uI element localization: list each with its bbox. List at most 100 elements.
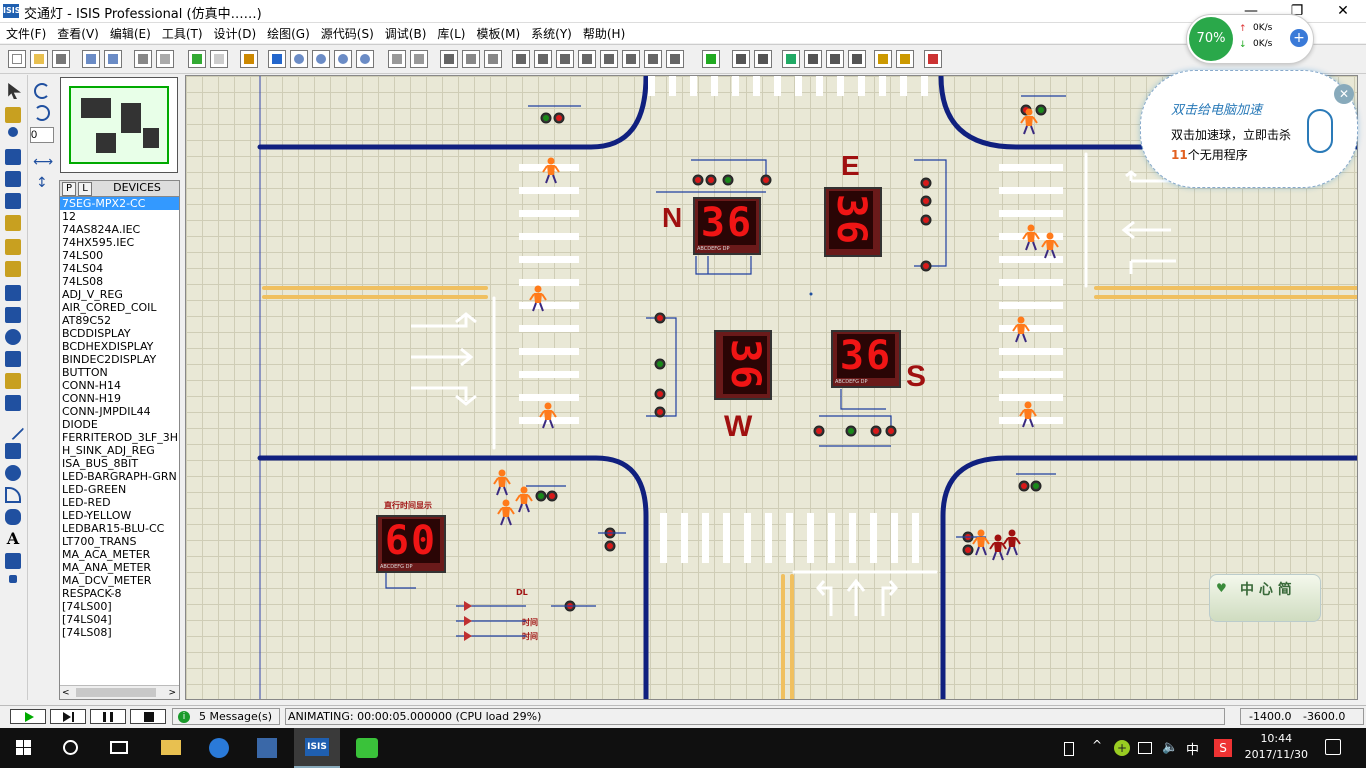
undo-icon[interactable] [388, 50, 406, 68]
device-list-item[interactable]: BCDDISPLAY [62, 327, 131, 340]
device-list-item[interactable]: RESPACK-8 [62, 587, 122, 600]
mirror-x-icon[interactable]: ⟷ [33, 154, 54, 170]
isis-taskbar-icon[interactable]: ISIS [294, 728, 340, 768]
open-folder-icon[interactable] [30, 50, 48, 68]
device-list-item[interactable]: CONN-JMPDIL44 [62, 405, 151, 418]
device-list-item[interactable]: LED-BARGRAPH-GRN [62, 470, 177, 483]
property-assign-icon[interactable] [754, 50, 772, 68]
menu-design[interactable]: 设计(D) [213, 27, 257, 41]
device-list-item[interactable]: 7SEG-MPX2-CC [60, 197, 179, 210]
speed-widget[interactable]: 70% ↑ 0K/s ↓ 0K/s + [1186, 14, 1314, 64]
pick-device-icon[interactable] [600, 50, 618, 68]
subcircuit-icon[interactable] [5, 215, 21, 231]
electrical-check-icon[interactable] [896, 50, 914, 68]
component-mode-icon[interactable] [5, 107, 21, 123]
popup-close-icon[interactable]: ✕ [1334, 84, 1354, 104]
device-list-item[interactable]: 74HX595.IEC [62, 236, 135, 249]
overview-viewport[interactable] [69, 86, 169, 164]
zoom-in-icon[interactable] [290, 50, 308, 68]
device-list-item[interactable]: 74LS04 [62, 262, 104, 275]
menu-library[interactable]: 库(L) [437, 27, 466, 41]
device-list-item[interactable]: 74LS00 [62, 249, 104, 262]
new-sheet-icon[interactable] [782, 50, 800, 68]
save-icon[interactable] [52, 50, 70, 68]
close-button[interactable]: ✕ [1337, 3, 1349, 19]
bill-of-materials-icon[interactable] [874, 50, 892, 68]
device-list-item[interactable]: 74LS08 [62, 275, 104, 288]
mirror-y-icon[interactable]: ↕ [36, 175, 48, 191]
ime-indicator[interactable]: 中 [1186, 743, 1200, 758]
wire-autorouter-icon[interactable] [702, 50, 720, 68]
device-list-item[interactable]: BINDEC2DISPLAY [62, 353, 157, 366]
block-move-icon[interactable] [534, 50, 552, 68]
iqiyi-icon[interactable] [344, 728, 390, 768]
menu-edit[interactable]: 编辑(E) [109, 27, 151, 41]
device-list-item[interactable]: [74LS04] [62, 613, 112, 626]
bus-icon[interactable] [5, 193, 21, 209]
system-clock[interactable]: 10:44 2017/11/30 [1245, 731, 1308, 763]
device-list-item[interactable]: BCDHEXDISPLAY [62, 340, 154, 353]
export-icon[interactable] [104, 50, 122, 68]
speed-ball[interactable]: 70% [1189, 17, 1233, 61]
redo-icon[interactable] [410, 50, 428, 68]
goto-sheet-icon[interactable] [826, 50, 844, 68]
zoom-all-icon[interactable] [334, 50, 352, 68]
library-manager-button[interactable]: L [78, 182, 92, 196]
step-button[interactable] [50, 709, 86, 724]
device-pin-icon[interactable] [5, 261, 21, 277]
device-list-item[interactable]: [74LS08] [62, 626, 112, 639]
arc-tool-icon[interactable] [5, 487, 21, 503]
device-list-item[interactable]: H_SINK_ADJ_REG [62, 444, 155, 457]
menu-source[interactable]: 源代码(S) [320, 27, 374, 41]
display-south[interactable]: 36 ABCDEFG DP [831, 330, 901, 388]
browser-icon[interactable] [196, 728, 242, 768]
device-list-item[interactable]: LT700_TRANS [62, 535, 137, 548]
block-delete-icon[interactable] [578, 50, 596, 68]
voltage-probe-icon[interactable] [5, 351, 21, 367]
device-list-item[interactable]: FERRITEROD_3LF_3HF [62, 431, 179, 444]
boost-plus-icon[interactable]: + [1290, 29, 1308, 47]
rotate-cw-icon[interactable] [34, 83, 50, 99]
path-tool-icon[interactable] [5, 509, 21, 525]
menu-tools[interactable]: 工具(T) [161, 27, 203, 41]
device-list-item[interactable]: LED-GREEN [62, 483, 127, 496]
decompose-icon[interactable] [666, 50, 684, 68]
redraw-icon[interactable] [188, 50, 206, 68]
block-copy-icon[interactable] [512, 50, 530, 68]
zoom-area-icon[interactable] [356, 50, 374, 68]
new-file-icon[interactable] [8, 50, 26, 68]
menu-template[interactable]: 模板(M) [476, 27, 521, 41]
rotate-ccw-icon[interactable] [34, 105, 50, 121]
device-list-item[interactable]: 74AS824A.IEC [62, 223, 141, 236]
device-list-item[interactable]: [74LS00] [62, 600, 112, 613]
play-button[interactable] [10, 709, 46, 724]
display-west[interactable]: 36 [714, 330, 772, 400]
device-list-item[interactable]: MA_DCV_METER [62, 574, 152, 587]
scroll-right-icon[interactable]: > [168, 688, 176, 698]
make-device-icon[interactable] [622, 50, 640, 68]
tray-network-icon[interactable] [1138, 742, 1152, 754]
sogou-icon[interactable]: S [1214, 739, 1232, 757]
tape-recorder-icon[interactable] [5, 307, 21, 323]
graph-icon[interactable] [5, 285, 21, 301]
menu-debug[interactable]: 调试(B) [384, 27, 427, 41]
line-tool-icon[interactable] [1, 417, 25, 441]
menu-view[interactable]: 查看(V) [57, 27, 99, 41]
device-list-item[interactable]: CONN-H19 [62, 392, 122, 405]
device-list-item[interactable]: ADJ_V_REG [62, 288, 123, 301]
file-explorer-icon[interactable] [148, 728, 194, 768]
print-area-icon[interactable] [156, 50, 174, 68]
origin-icon[interactable] [240, 50, 258, 68]
device-list-item[interactable]: BUTTON [62, 366, 108, 379]
device-list-item[interactable]: CONN-H14 [62, 379, 122, 392]
block-rotate-icon[interactable] [556, 50, 574, 68]
display-east[interactable]: 36 [824, 187, 882, 257]
circle-tool-icon[interactable] [5, 465, 21, 481]
grid-icon[interactable] [210, 50, 228, 68]
device-list-item[interactable]: DIODE [62, 418, 98, 431]
selection-mode-icon[interactable] [8, 83, 21, 99]
tray-green-plus-icon[interactable]: + [1114, 740, 1130, 756]
zoom-out-icon[interactable] [312, 50, 330, 68]
menu-help[interactable]: 帮助(H) [582, 27, 626, 41]
menu-graph[interactable]: 绘图(G) [267, 27, 310, 41]
